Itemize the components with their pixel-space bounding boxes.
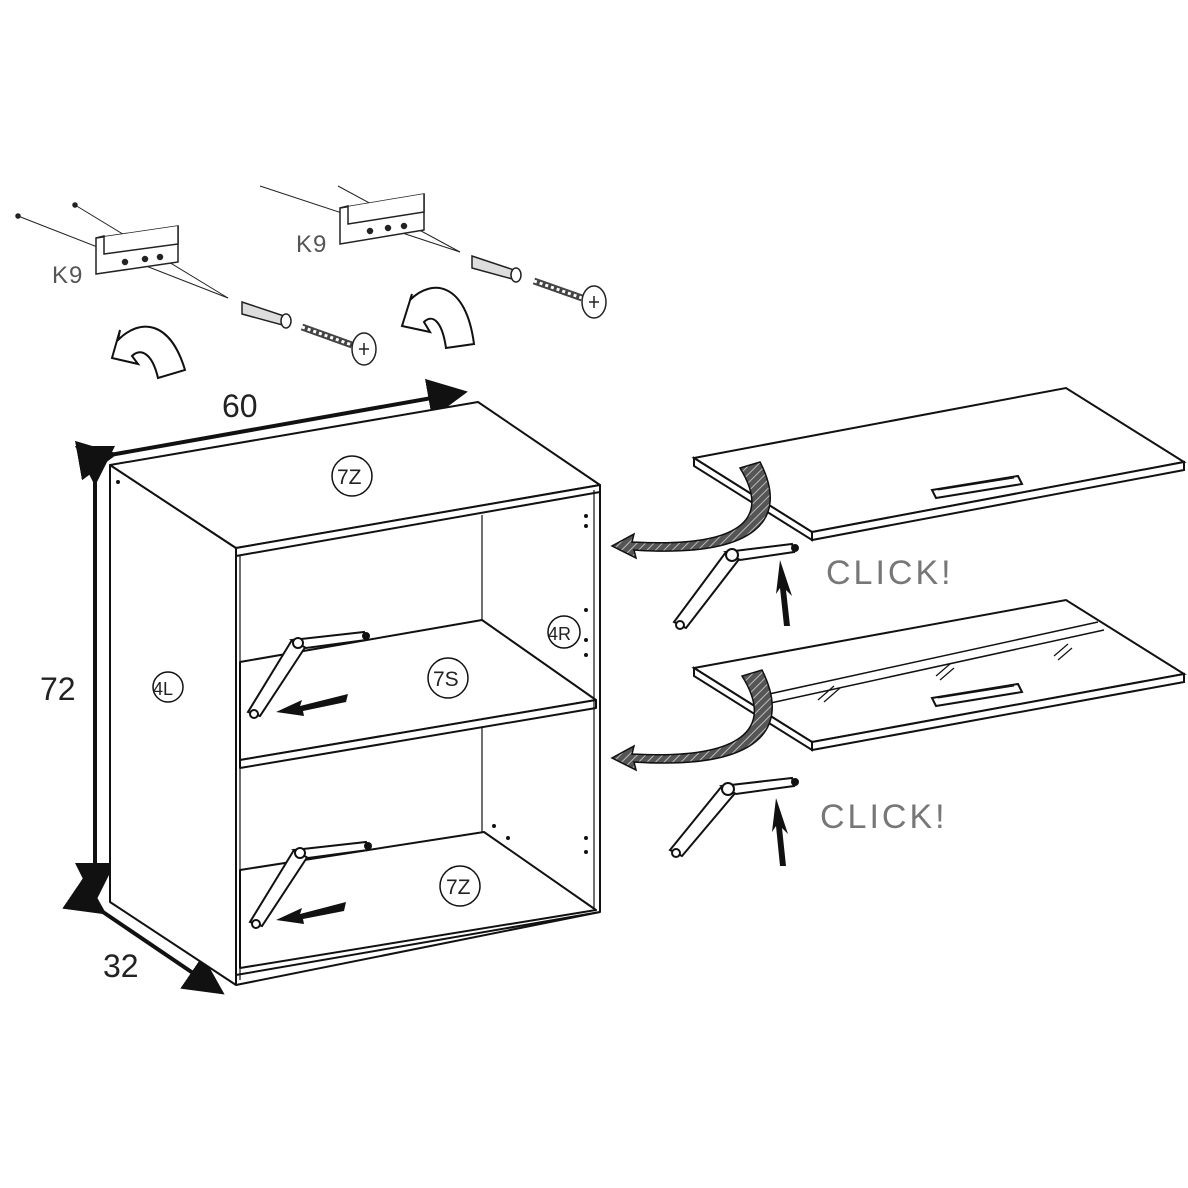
height-dimension-label: 72	[40, 671, 76, 707]
insert-arrow-lower	[276, 902, 346, 924]
k9-bracket-right	[339, 193, 425, 245]
screw-left	[300, 323, 377, 366]
door-solid	[691, 386, 1187, 542]
door-handle-solid	[930, 474, 1024, 500]
curved-arrow-left	[110, 325, 187, 380]
wall-plug-left	[241, 300, 292, 329]
curved-arrow-right	[400, 286, 476, 350]
width-dimension-label: 60	[222, 388, 258, 424]
screw-right	[532, 277, 607, 319]
k9-bracket-left	[95, 225, 179, 275]
click-callout-upper: CLICK!	[826, 554, 954, 592]
k9-label-right: K9	[296, 231, 327, 258]
cabinet	[109, 401, 601, 986]
wall-plug-right	[471, 254, 522, 283]
door-handle-glass	[930, 682, 1024, 708]
width-dimension-arrow	[75, 378, 468, 481]
swing-arrow-solid	[610, 461, 771, 560]
up-arrow-upper	[776, 560, 792, 626]
glass-reflection-marks	[817, 643, 1073, 703]
lift-mechanism-click-upper	[672, 542, 799, 630]
wall-mount-right	[259, 185, 607, 350]
part-label-top: 7Z	[337, 466, 362, 489]
part-label-bottom: 7Z	[446, 876, 471, 899]
lift-mechanism-click-lower	[668, 776, 799, 858]
left-side-panel	[109, 464, 237, 986]
wall-mount-left	[15, 202, 377, 380]
depth-dimension-label: 32	[103, 948, 139, 984]
door-glass	[691, 598, 1187, 752]
lift-mechanism-lower	[248, 840, 372, 929]
click-callout-lower: CLICK!	[820, 798, 948, 836]
up-arrow-lower	[772, 798, 788, 866]
part-label-left-side: 4L	[153, 679, 173, 699]
part-label-shelf: 7S	[433, 668, 459, 691]
lift-mechanism-upper	[246, 630, 370, 719]
part-label-right-side: 4R	[548, 624, 571, 644]
swing-arrow-glass	[610, 669, 773, 772]
depth-dimension-arrow	[62, 875, 225, 995]
insert-arrow-upper	[276, 694, 348, 716]
k9-label-left: K9	[52, 262, 83, 289]
